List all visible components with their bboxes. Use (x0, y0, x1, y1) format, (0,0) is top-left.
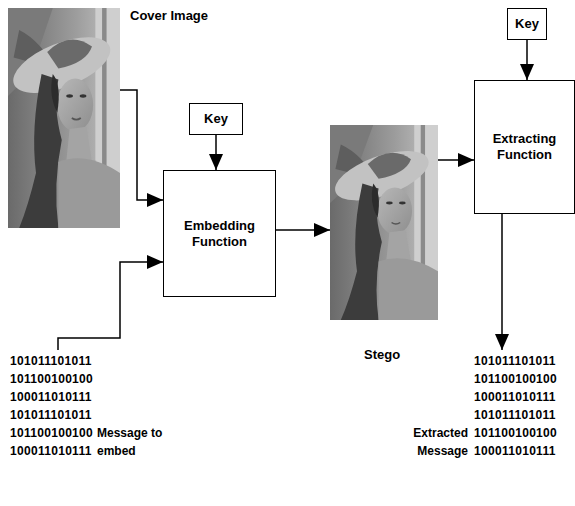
flow-arrow (526, 40, 528, 80)
box-label: Key (515, 16, 539, 32)
key-box: Key (507, 8, 547, 40)
key-box: Key (189, 103, 243, 135)
box-label: Key (204, 111, 228, 127)
flow-arrow (58, 262, 163, 350)
box-label: Extracting Function (479, 131, 570, 163)
function-box: Embedding Function (163, 170, 276, 297)
flow-arrow (120, 90, 163, 200)
bit-message: 101011101011 101100100100 100011010111 1… (474, 352, 557, 460)
function-box: Extracting Function (474, 80, 575, 214)
image-caption: Cover Image (130, 8, 208, 24)
image-caption: Stego (364, 347, 400, 363)
bit-string: 101011101011 101100100100 100011010111 1… (474, 352, 557, 460)
box-label: Embedding Function (168, 218, 271, 250)
bit-message: 101011101011 101100100100 100011010111 1… (10, 352, 93, 460)
flow-arrow (501, 214, 503, 350)
stego-image: Stego (330, 125, 438, 320)
cover-image: Cover Image (8, 8, 120, 228)
cover-photo (6, 8, 120, 228)
flow-arrow (438, 159, 474, 161)
flow-arrow (276, 229, 330, 231)
message-caption: Extracted Message (402, 424, 468, 460)
bit-string: 101011101011 101100100100 100011010111 1… (10, 352, 93, 460)
flow-arrow (215, 135, 217, 170)
message-caption: Message to embed (97, 424, 169, 460)
stego-photo (328, 125, 438, 320)
